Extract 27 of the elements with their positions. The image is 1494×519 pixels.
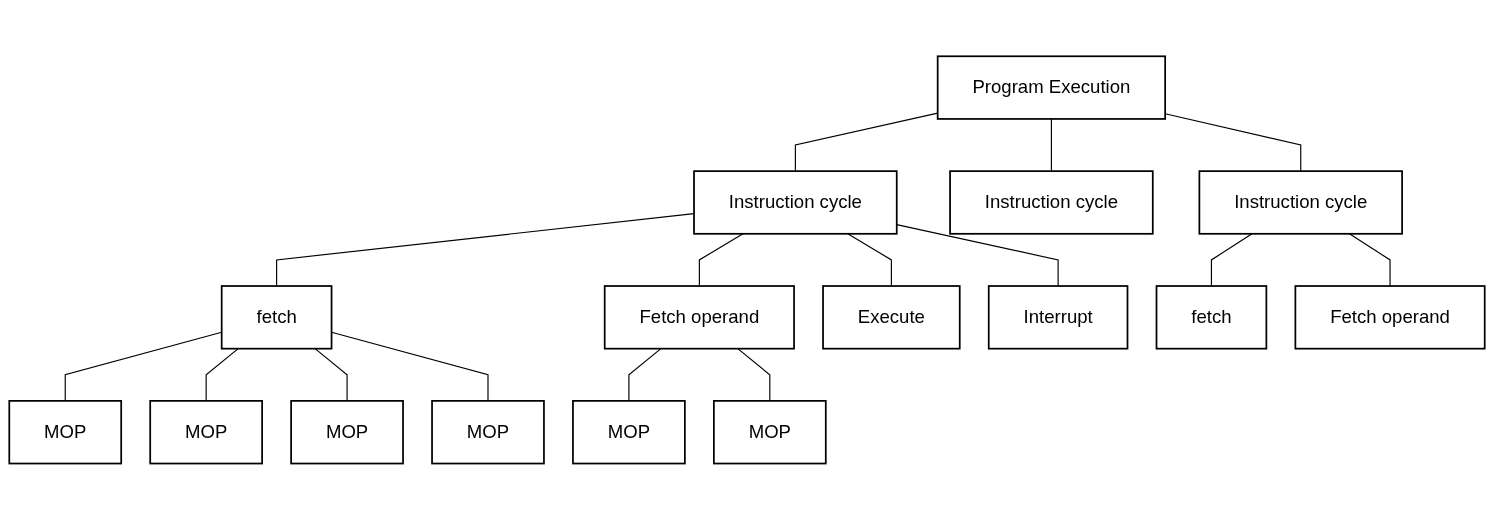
connector	[847, 232, 892, 287]
node-box: Instruction cycle	[1198, 169, 1403, 235]
node-box: Program Execution	[936, 55, 1166, 120]
node-box: MOP	[572, 399, 686, 464]
connector	[314, 347, 348, 402]
connector	[276, 212, 695, 287]
node-box: Instruction cycle	[949, 169, 1154, 235]
connector	[1210, 232, 1253, 287]
node-box: MOP	[8, 399, 123, 464]
node-box: MOP	[149, 399, 263, 464]
node-box: fetch	[220, 284, 333, 350]
node-box: Interrupt	[987, 284, 1129, 350]
connector	[1348, 232, 1391, 287]
connector	[205, 347, 239, 402]
node-box: fetch	[1155, 284, 1268, 350]
node-box: Fetch operand	[603, 284, 795, 350]
node-box: Fetch operand	[1294, 284, 1486, 350]
connector	[1050, 117, 1052, 172]
connector	[896, 223, 1059, 287]
node-box: MOP	[431, 399, 545, 464]
node-box: MOP	[290, 399, 404, 464]
connector	[737, 347, 771, 402]
connector	[698, 232, 744, 287]
connector	[628, 347, 662, 402]
node-box: Instruction cycle	[693, 169, 898, 235]
node-box: MOP	[713, 399, 827, 464]
node-box: Execute	[822, 284, 961, 350]
